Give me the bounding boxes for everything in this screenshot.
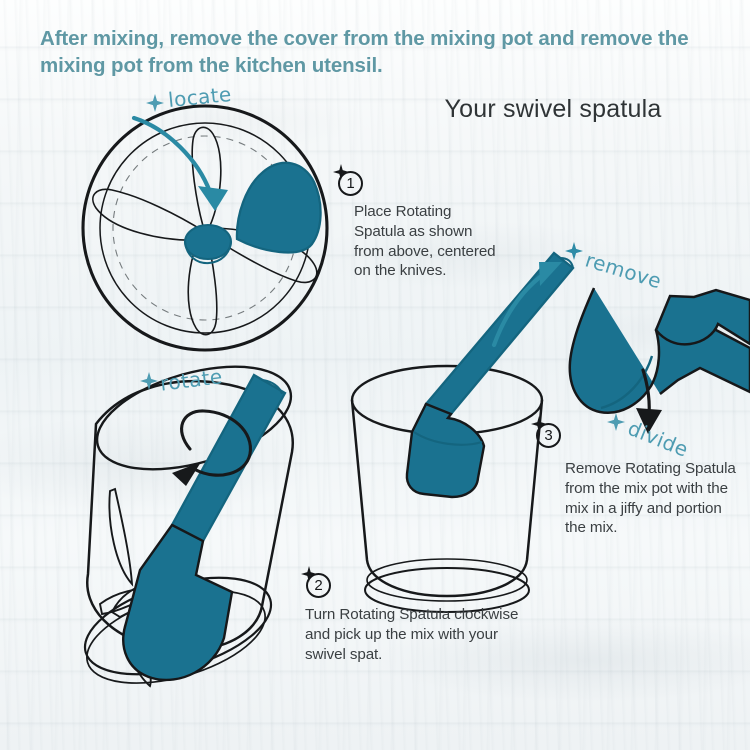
divide-star-icon: [607, 413, 625, 431]
headline-text: After mixing, remove the cover from the …: [40, 27, 689, 77]
sparkle-star-icon: [531, 416, 547, 432]
step-1-badge: 1: [333, 164, 368, 200]
page-title: Your swivel spatula: [444, 95, 662, 123]
step-2-badge-number: 2: [314, 577, 323, 594]
step-3-badge-circle: [536, 423, 561, 448]
locate-star-icon: [146, 94, 164, 112]
step-3-badge: 3: [531, 416, 566, 452]
remove-star-icon: [565, 242, 583, 260]
step-1-badge-number: 1: [346, 175, 355, 192]
step-2-description: Turn Rotating Spatula clockwise and pick…: [305, 606, 519, 663]
sparkle-star-icon: [301, 566, 317, 582]
step-1-description: Place Rotating Spatula as shown from abo…: [354, 203, 496, 280]
rotate-star-icon: [140, 372, 158, 390]
step-2-badge-circle: [306, 573, 331, 598]
sparkle-star-icon: [333, 164, 349, 180]
step-3-badge-number: 3: [544, 427, 553, 444]
step-1-badge-circle: [338, 171, 363, 196]
step-3-description: Remove Rotating Spatula from the mix pot…: [565, 460, 736, 537]
step-2-badge: 2: [301, 566, 336, 602]
